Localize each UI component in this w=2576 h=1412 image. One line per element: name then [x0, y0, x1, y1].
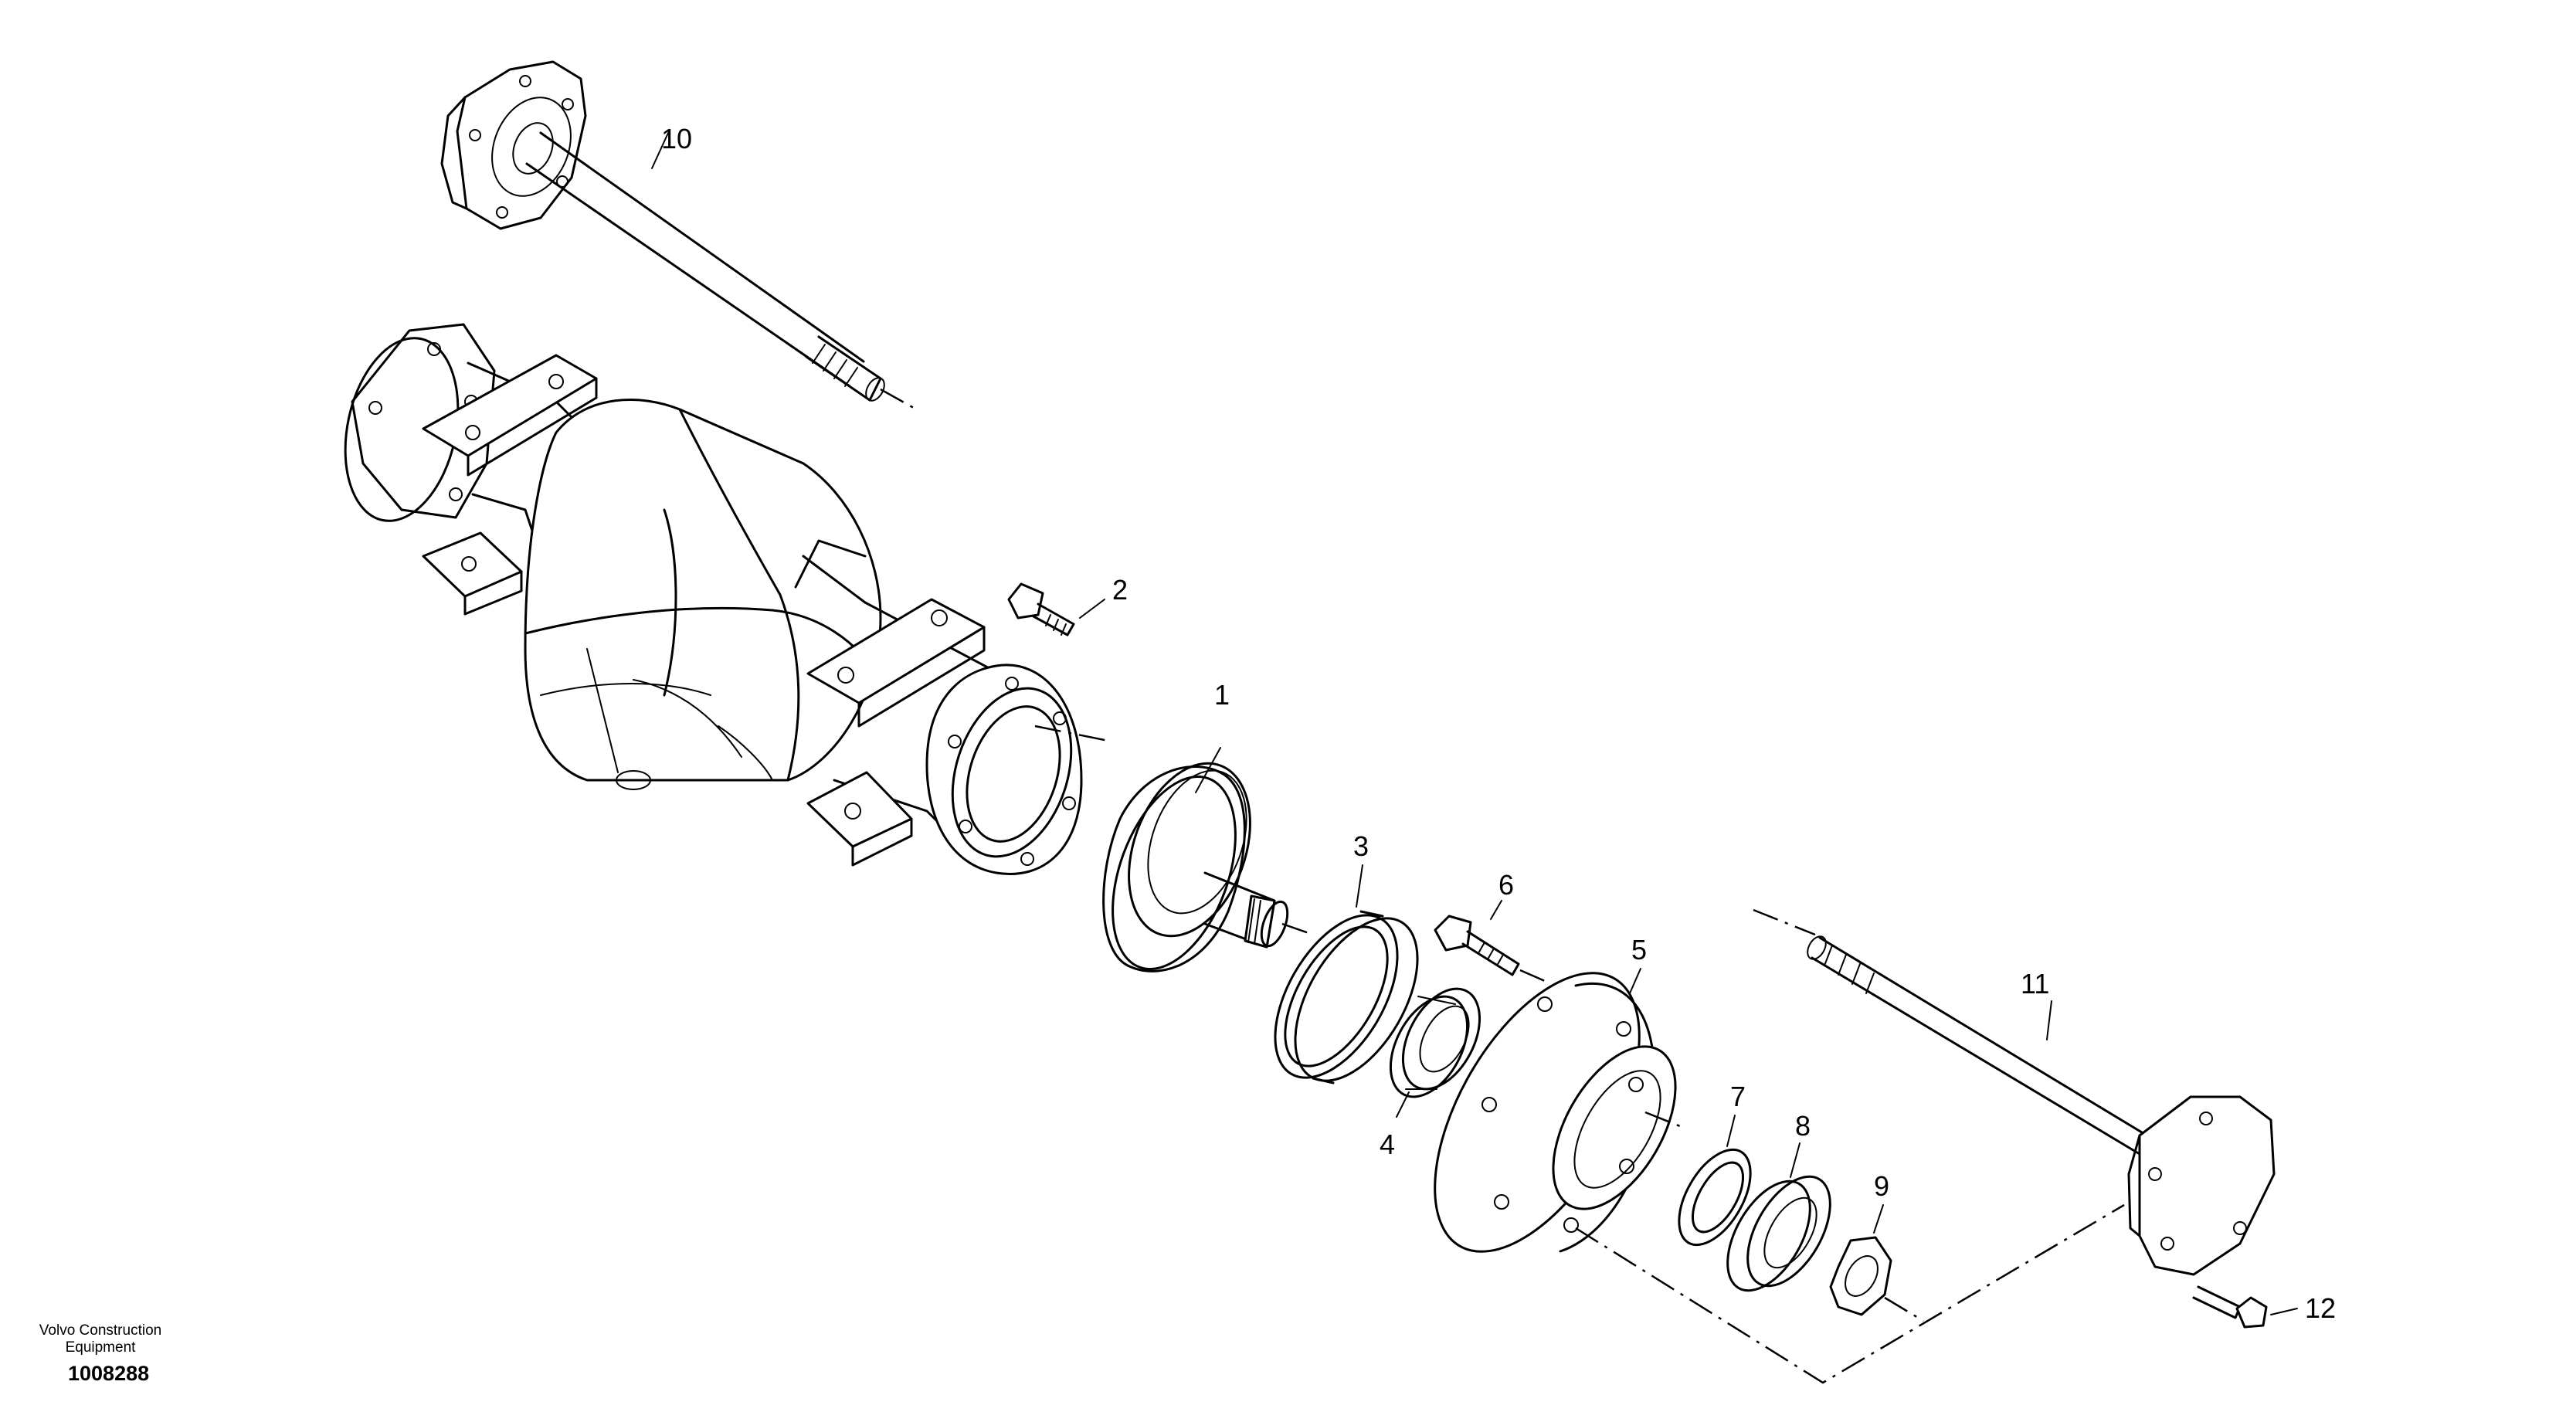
callout-11: 11 — [2021, 968, 2049, 1000]
callout-6: 6 — [1498, 869, 1514, 901]
callout-12: 12 — [2305, 1292, 2336, 1324]
callout-1: 1 — [1214, 679, 1230, 711]
wheel-stud-6 — [1434, 900, 1546, 983]
seal-7 — [1678, 1115, 1752, 1247]
wheel-spindle-1 — [1102, 747, 1314, 972]
brand-label: Volvo Construction Equipment — [39, 1322, 162, 1356]
callout-2: 2 — [1112, 574, 1128, 606]
callout-9: 9 — [1874, 1170, 1889, 1202]
axle-housing — [344, 323, 1113, 875]
bearing-8 — [1726, 1142, 1831, 1292]
seal-ring-3 — [1274, 864, 1419, 1084]
callout-10: 10 — [661, 123, 692, 154]
callout-5: 5 — [1631, 934, 1647, 966]
bolt-2 — [1007, 582, 1105, 636]
bearing-4 — [1389, 987, 1481, 1118]
callout-3: 3 — [1353, 830, 1369, 862]
bolt-12 — [2192, 1285, 2298, 1329]
assembly-centerline-2 — [1884, 1296, 1924, 1322]
callout-4: 4 — [1380, 1129, 1395, 1160]
wheel-hub-5 — [1434, 968, 1685, 1253]
drawing-number: 1008288 — [68, 1362, 150, 1385]
slotted-nut-9 — [1829, 1204, 1892, 1316]
callout-7: 7 — [1730, 1081, 1746, 1112]
callout-8: 8 — [1795, 1110, 1811, 1142]
axle-shaft-10 — [440, 60, 920, 412]
assembly-centerline — [1575, 1203, 2125, 1384]
axle-shaft-11 — [1753, 908, 2276, 1276]
